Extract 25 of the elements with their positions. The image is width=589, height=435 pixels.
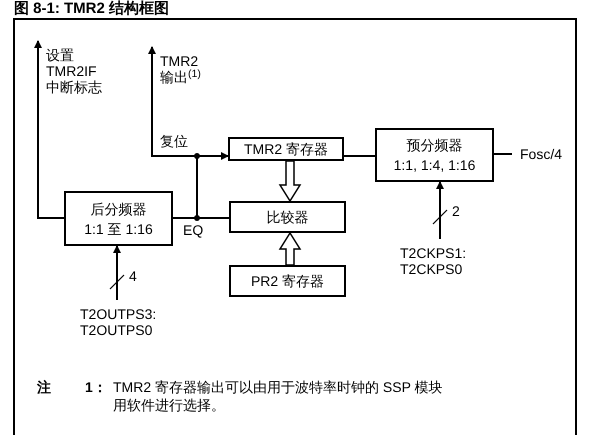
hollow-arrow bbox=[278, 232, 302, 266]
arrow bbox=[113, 245, 121, 300]
connector-line bbox=[344, 155, 375, 157]
signal-label: 设置 TMR2IF 中断标志 bbox=[38, 41, 106, 101]
signal-label: Fosc/4 bbox=[512, 140, 570, 162]
signal-label: EQ bbox=[183, 222, 204, 238]
block-box: 后分频器 1:1 至 1:16 bbox=[64, 191, 173, 246]
signal-label: TMR2 输出$^{(1)}$ bbox=[152, 47, 206, 93]
note-text: TMR2 寄存器输出可以由用于波特率时钟的 SSP 模块用软件进行选择。 bbox=[113, 378, 443, 414]
arrow bbox=[34, 40, 64, 219]
hollow-arrow bbox=[278, 160, 302, 202]
figure-title: 图 8-1: TMR2 结构框图 bbox=[14, 0, 170, 18]
block-box: TMR2 寄存器 bbox=[228, 137, 344, 161]
signal-label: T2OUTPS3: T2OUTPS0 bbox=[72, 300, 172, 336]
block-box: 预分频器 1:1, 1:4, 1:16 bbox=[375, 128, 494, 182]
connector-line bbox=[494, 153, 512, 155]
arrow bbox=[436, 181, 444, 239]
signal-label: T2CKPS1: T2CKPS0 bbox=[392, 239, 488, 275]
bus-width-label: 4 bbox=[129, 268, 137, 284]
block-box: PR2 寄存器 bbox=[229, 265, 346, 297]
note-heading: 注 bbox=[37, 378, 51, 396]
bus-width-label: 2 bbox=[452, 203, 460, 219]
note-number: 1： bbox=[85, 378, 107, 396]
block-box: 比较器 bbox=[229, 201, 346, 233]
edge-label: 复位 bbox=[160, 133, 188, 149]
